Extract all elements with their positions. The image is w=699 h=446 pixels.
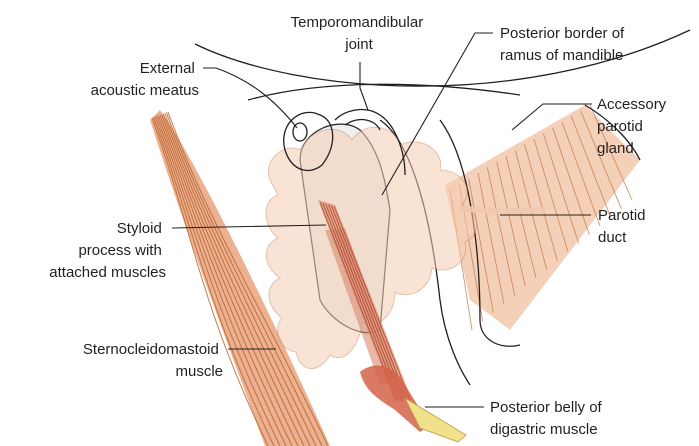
parotid-duct — [460, 208, 545, 211]
label-temporomandibular-joint: Temporomandibular joint — [291, 14, 428, 53]
label-posterior-belly-digastric: Posterior belly of digastric muscle — [490, 399, 606, 438]
label-accessory-parotid-gland: Accessory parotid gland — [597, 96, 670, 157]
digastric-posterior-belly — [360, 366, 466, 442]
label-styloid-process: Styloid process with attached muscles — [49, 220, 166, 281]
label-sternocleidomastoid: Sternocleidomastoid muscle — [83, 341, 223, 380]
label-posterior-border-ramus: Posterior border of ramus of mandible — [500, 25, 628, 64]
label-external-acoustic-meatus: External acoustic meatus — [91, 60, 199, 99]
label-parotid-duct: Parotid duct — [598, 207, 650, 246]
